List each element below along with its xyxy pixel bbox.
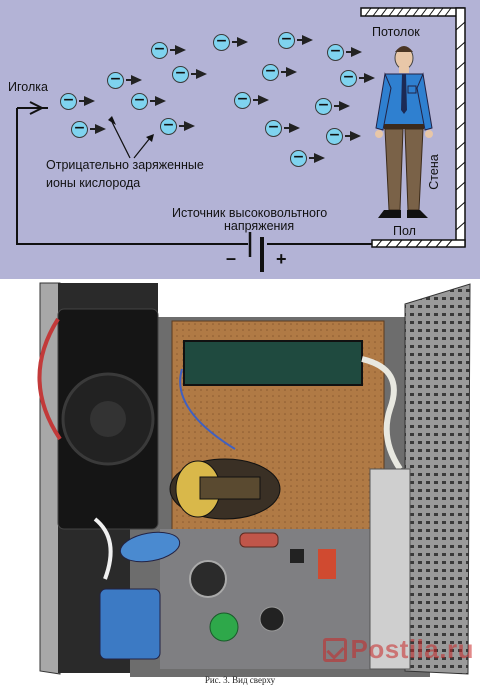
ion-direction-arrow <box>281 67 297 77</box>
photo-caption: Рис. 3. Вид сверху <box>204 675 276 685</box>
pointer-line-2 <box>133 137 151 159</box>
watermark-text: Postila.ru <box>350 634 474 664</box>
blue-component <box>99 588 161 660</box>
white-wire <box>93 517 113 580</box>
chassis-left-wall <box>39 282 61 675</box>
ion-direction-arrow <box>150 96 166 106</box>
device-photo-drawing <box>37 282 471 677</box>
ions-label-line1: Отрицательно заряженные <box>46 158 204 172</box>
power-cable <box>361 356 403 471</box>
green-component <box>209 612 239 642</box>
watermark: Postila.ru <box>322 634 474 665</box>
oxygen-ion: − <box>265 120 282 137</box>
oxygen-ion: − <box>151 42 168 59</box>
blue-capacitor <box>119 531 181 563</box>
oxygen-ion: − <box>107 72 124 89</box>
oxygen-ion: − <box>213 34 230 51</box>
ion-direction-arrow <box>90 124 106 134</box>
floor-label: Пол <box>393 224 416 238</box>
ion-direction-arrow <box>359 73 375 83</box>
oxygen-ion: − <box>262 64 279 81</box>
ionizer-diagram: Иголка Потолок Стена Пол Отрицательно за… <box>0 0 480 279</box>
ion-direction-arrow <box>191 69 207 79</box>
ion-direction-arrow <box>232 37 248 47</box>
small-capacitor <box>259 606 285 632</box>
needle-label: Иголка <box>8 80 48 94</box>
ion-direction-arrow <box>309 153 325 163</box>
heatsink <box>369 468 411 670</box>
ion-direction-arrow <box>179 121 195 131</box>
oxygen-ion: − <box>234 92 251 109</box>
pointer-head-1 <box>108 116 116 125</box>
oxygen-ion: − <box>131 93 148 110</box>
oxygen-ion: − <box>327 44 344 61</box>
oxygen-ion: − <box>315 98 332 115</box>
oxygen-ion: − <box>60 93 77 110</box>
oxygen-ion: − <box>290 150 307 167</box>
ions-label-line2: ионы кислорода <box>46 176 141 190</box>
watermark-logo-icon <box>322 638 347 662</box>
display-module <box>183 340 363 386</box>
device-top-view-photo: Postila.ru Рис. 3. Вид сверху <box>0 279 480 689</box>
person-figure <box>375 46 433 218</box>
electrolytic-capacitor <box>189 560 227 598</box>
pointer-line-1 <box>111 121 131 159</box>
circuit-wire-left <box>16 108 248 245</box>
ion-direction-arrow <box>170 45 186 55</box>
ion-direction-arrow <box>253 95 269 105</box>
ion-direction-arrow <box>334 101 350 111</box>
ion-direction-arrow <box>345 131 361 141</box>
red-wire <box>37 317 62 441</box>
oxygen-ion: − <box>326 128 343 145</box>
orange-component <box>318 549 336 579</box>
needle-tip <box>29 101 45 115</box>
ion-direction-arrow <box>79 96 95 106</box>
transistor <box>290 549 304 563</box>
battery-plus-label: + <box>276 249 287 269</box>
pointer-head-2 <box>146 134 154 142</box>
oxygen-ion: − <box>160 118 177 135</box>
source-label-line2: напряжения <box>224 219 295 233</box>
blue-wire <box>179 368 236 450</box>
power-supply-area <box>160 529 400 669</box>
oxygen-ion: − <box>278 32 295 49</box>
ion-direction-arrow <box>297 35 313 45</box>
ceiling-label: Потолок <box>372 25 420 39</box>
wall-label: Стена <box>427 154 441 190</box>
oxygen-ion: − <box>71 121 88 138</box>
battery-minus-label: – <box>226 248 237 268</box>
diagram-drawing <box>16 7 466 272</box>
oxygen-ion: − <box>172 66 189 83</box>
ion-direction-arrow <box>126 75 142 85</box>
resistor <box>239 532 279 548</box>
oxygen-ion: − <box>340 70 357 87</box>
hatching <box>364 7 466 248</box>
source-label-line1: Источник высоковольтного <box>172 206 328 220</box>
ion-direction-arrow <box>284 123 300 133</box>
ion-direction-arrow <box>346 47 362 57</box>
